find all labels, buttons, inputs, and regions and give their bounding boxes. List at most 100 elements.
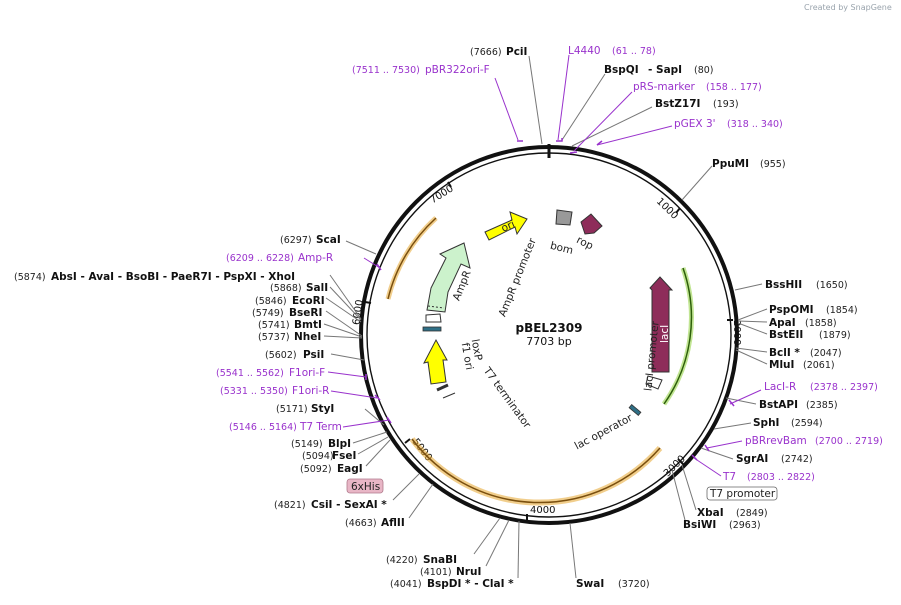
bom-feature[interactable]: bom <box>549 209 575 257</box>
svg-text:(2742): (2742) <box>781 454 813 465</box>
svg-text:(3720): (3720) <box>618 579 650 590</box>
ampr-feature[interactable]: AmpR <box>426 242 474 313</box>
site-apai[interactable]: ApaI (1858) <box>737 317 837 329</box>
svg-text:(5092): (5092) <box>300 464 332 475</box>
site-bseri[interactable]: (5749) BseRI <box>252 307 363 337</box>
t7-terminator-feature[interactable]: T7 terminator <box>436 364 533 431</box>
svg-text:ApaI: ApaI <box>769 317 796 329</box>
svg-text:PsiI: PsiI <box>303 349 324 361</box>
site-bsshii[interactable]: BssHII (1650) <box>734 279 848 291</box>
svg-text:(2378 .. 2397): (2378 .. 2397) <box>810 382 878 393</box>
lac-operator-label: lac operator <box>573 412 635 453</box>
svg-text:T7: T7 <box>722 471 736 483</box>
site-pcii[interactable]: (7666) PciI <box>470 46 543 145</box>
site-psii[interactable]: (5602) PsiI <box>265 349 365 361</box>
svg-text:(5602): (5602) <box>265 350 297 361</box>
primer-prs-marker[interactable]: pRS-marker (158 .. 177) <box>569 81 762 154</box>
ori-label: ori <box>499 218 516 235</box>
primer-t7[interactable]: T7 (2803 .. 2822) <box>691 454 815 483</box>
bom-label: bom <box>549 240 575 257</box>
t7-promoter-label[interactable]: T7 promoter <box>706 486 778 501</box>
f1-ori-feature[interactable]: f1 ori <box>423 338 475 385</box>
svg-text:(5749): (5749) <box>252 308 284 319</box>
rop-feature[interactable]: rop <box>574 213 603 253</box>
site-nrui[interactable]: (4101) NruI <box>420 519 510 578</box>
svg-text:6000: 6000 <box>351 299 365 326</box>
site-eagi[interactable]: (5092) EagI <box>300 439 391 475</box>
svg-text:(6209 .. 6228): (6209 .. 6228) <box>226 253 294 264</box>
site-bsteii[interactable]: BstEII (1879) <box>737 322 851 341</box>
primer-f1ori-r[interactable]: (5331 .. 5350) F1ori-R <box>220 385 381 401</box>
svg-text:(1858): (1858) <box>805 318 837 329</box>
site-bcli[interactable]: BclI * (2047) <box>735 347 842 359</box>
site-styi[interactable]: (5171) StyI <box>276 403 385 426</box>
site-nhei[interactable]: (5737) NheI <box>258 331 363 343</box>
svg-text:(5868): (5868) <box>270 283 302 294</box>
site-swai[interactable]: SwaI (3720) <box>569 522 650 590</box>
svg-text:(1650): (1650) <box>816 280 848 291</box>
primer-laci-r[interactable]: LacI-R (2378 .. 2397) <box>728 381 878 407</box>
svg-text:(5149): (5149) <box>291 439 323 450</box>
site-csii-sexai[interactable]: (4821) CsiI - SexAI * <box>274 473 420 511</box>
svg-text:- SapI: - SapI <box>648 64 682 76</box>
site-fsei[interactable]: (5094) FseI <box>302 436 389 462</box>
site-ecori[interactable]: (5846) EcoRI <box>255 295 362 323</box>
svg-text:pBRrevBam: pBRrevBam <box>745 435 807 447</box>
svg-text:(80): (80) <box>694 65 714 76</box>
svg-text:EcoRI: EcoRI <box>292 295 325 307</box>
site-sali[interactable]: (5868) SalI <box>270 282 362 321</box>
site-pspomi[interactable]: PspOMI (1854) <box>737 304 858 321</box>
svg-text:BseRI: BseRI <box>289 307 322 319</box>
site-bspdi-clai[interactable]: (4041) BspDI * - ClaI * <box>390 520 520 590</box>
site-sphi[interactable]: SphI (2594) <box>713 417 823 430</box>
svg-text:BsiWI: BsiWI <box>683 519 716 531</box>
lac-operator-feature[interactable]: lac operator <box>573 404 642 453</box>
primer-pbr322ori-f[interactable]: (7511 .. 7530) pBR322ori-F <box>352 64 523 142</box>
svg-text:BstAPI: BstAPI <box>759 399 798 411</box>
primer-amp-r[interactable]: (6209 .. 6228) Amp-R <box>226 252 382 271</box>
primer-l4440[interactable]: L4440 (61 .. 78) <box>556 45 656 142</box>
svg-text:EagI: EagI <box>337 463 363 475</box>
site-snabi[interactable]: (4220) SnaBI <box>386 517 501 566</box>
site-xbai[interactable]: XbaI (2849) <box>681 464 768 519</box>
svg-text:(5846): (5846) <box>255 296 287 307</box>
primer-f1ori-f[interactable]: (5541 .. 5562) F1ori-F <box>216 367 367 380</box>
svg-text:NheI: NheI <box>294 331 321 343</box>
svg-text:(4041): (4041) <box>390 579 422 590</box>
svg-text:StyI: StyI <box>311 403 334 415</box>
site-bmti[interactable]: (5741) BmtI <box>258 319 363 338</box>
svg-text:BclI *: BclI * <box>769 347 800 359</box>
svg-text:4000: 4000 <box>530 505 555 516</box>
svg-text:SphI: SphI <box>753 417 779 429</box>
site-bspqi-sapi[interactable]: BspQI - SapI (80) <box>561 64 714 141</box>
site-bstapi[interactable]: BstAPI (2385) <box>725 397 838 411</box>
svg-text:(4663): (4663) <box>345 518 377 529</box>
primer-t7-term[interactable]: (5146 .. 5164) T7 Term <box>229 416 392 433</box>
his-tag-label[interactable]: 6xHis <box>346 478 384 494</box>
primer-pgex3[interactable]: pGEX 3' (318 .. 340) <box>596 118 783 146</box>
site-aflii[interactable]: (4663) AflII <box>345 483 434 529</box>
site-sgrai[interactable]: SgrAI (2742) <box>700 447 813 465</box>
site-mlui[interactable]: MluI (2061) <box>735 349 835 371</box>
svg-text:(2047): (2047) <box>810 348 842 359</box>
site-absi-xhoi[interactable]: (5874) AbsI - AvaI - BsoBI - PaeR7I - Ps… <box>14 271 362 320</box>
svg-text:BssHII: BssHII <box>765 279 802 291</box>
svg-text:(4821): (4821) <box>274 500 306 511</box>
site-ppumi[interactable]: PpuMI (955) <box>681 158 786 201</box>
ori-feature[interactable]: ori <box>484 211 528 241</box>
svg-text:(2385): (2385) <box>806 400 838 411</box>
site-blpi[interactable]: (5149) BlpI <box>291 431 388 450</box>
site-scai[interactable]: (6297) ScaI <box>280 234 377 255</box>
loxp-feature[interactable]: loxP <box>422 326 485 361</box>
svg-text:(2594): (2594) <box>791 418 823 429</box>
laci-feature[interactable]: lacI <box>649 276 674 373</box>
site-bsiwi[interactable]: BsiWI (2963) <box>671 469 761 531</box>
svg-text:2000: 2000 <box>731 320 742 345</box>
svg-text:SgrAI: SgrAI <box>736 453 768 465</box>
loxp-label: loxP <box>469 338 485 361</box>
svg-text:1000: 1000 <box>654 196 680 222</box>
primer-pbrrevbam[interactable]: pBRrevBam (2700 .. 2719) <box>704 435 883 452</box>
svg-text:pGEX 3': pGEX 3' <box>674 118 716 130</box>
svg-text:(4101): (4101) <box>420 567 452 578</box>
svg-text:(1879): (1879) <box>819 330 851 341</box>
